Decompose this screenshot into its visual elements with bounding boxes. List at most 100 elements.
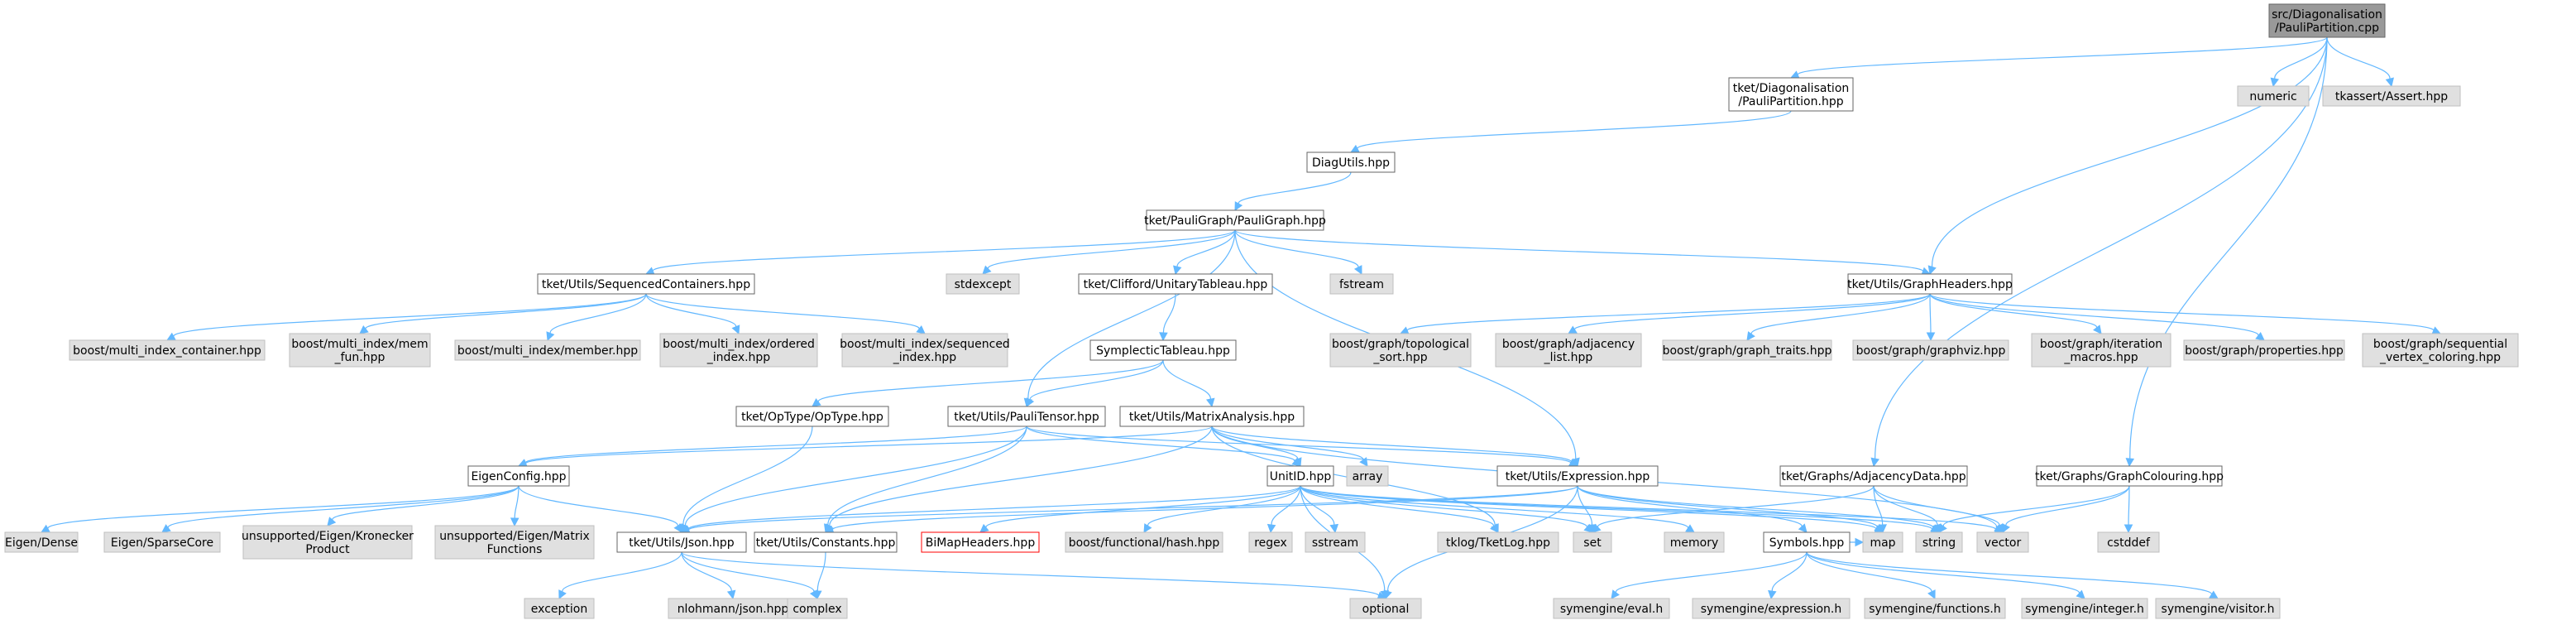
node-box: [434, 525, 595, 560]
node-box: [1692, 598, 1851, 619]
node-seqcont[interactable]: tket/Utils/SequencedContainers.hpp: [537, 273, 755, 295]
node-optype[interactable]: tket/OpType/OpType.hpp: [735, 406, 889, 427]
node-se_func: symengine/functions.h: [1864, 598, 2006, 619]
arrowhead-icon: [1206, 397, 1215, 408]
edge-json-to-exception: [558, 551, 682, 600]
node-label: symengine/eval.h: [1560, 603, 1663, 616]
node-box: [1065, 531, 1223, 553]
node-box: [841, 333, 1008, 368]
node-box: [921, 531, 1040, 553]
node-box: [735, 406, 889, 427]
arrowhead-icon: [812, 398, 821, 407]
edge-line: [1615, 551, 1808, 594]
edge-unitid-to-sstream: [1300, 485, 1339, 534]
node-box: [2031, 333, 2171, 368]
node-numeric: numeric: [2237, 85, 2310, 107]
node-box: [1728, 77, 1854, 112]
node-box: [2322, 85, 2461, 107]
edge-line: [1357, 110, 1792, 150]
arrowhead-icon: [2385, 77, 2394, 88]
arrowhead-icon: [1870, 457, 1879, 468]
node-constants[interactable]: tket/Utils/Constants.hpp: [754, 531, 898, 553]
node-expression[interactable]: tket/Utils/Expression.hpp: [1496, 465, 1659, 487]
node-optional: optional: [1349, 598, 1422, 619]
edge-line: [365, 293, 647, 330]
node-label: /PauliPartition.hpp: [1738, 95, 1843, 108]
arrowhead-icon: [510, 517, 520, 527]
edge-symbols-to-se_visit: [1806, 551, 2219, 599]
edge-line: [1597, 485, 1875, 528]
node-complex: complex: [787, 598, 848, 619]
edge-line: [1176, 229, 1236, 267]
node-graphcolour[interactable]: tket/Graphs/GraphColouring.hpp: [2035, 465, 2224, 487]
node-matrixanal[interactable]: tket/Utils/MatrixAnalysis.hpp: [1119, 406, 1305, 427]
node-label: tket/Utils/SequencedContainers.hpp: [542, 278, 750, 291]
edge-line: [1300, 485, 1997, 531]
node-root[interactable]: src/Diagonalisation/PauliPartition.cpp: [2268, 3, 2386, 38]
arrowhead-icon: [41, 524, 50, 533]
edge-line: [1300, 485, 1587, 528]
edge-line: [645, 293, 920, 329]
edge-adjdata-to-set: [1592, 485, 1875, 533]
edge-line: [1234, 229, 1359, 268]
edge-line: [518, 485, 678, 526]
edge-root-to-graphcolour: [2125, 36, 2328, 468]
edge-line: [987, 229, 1236, 270]
edge-graphheaders-to-bg_iter: [1929, 293, 2102, 334]
node-box: [1248, 531, 1293, 553]
edge-graphheaders-to-bg_topo: [1399, 293, 1931, 335]
node-pp_hpp[interactable]: tket/Diagonalisation/PauliPartition.hpp: [1728, 77, 1854, 112]
edge-line: [827, 425, 1027, 526]
edge-line: [1873, 485, 1938, 526]
arrowhead-icon: [1383, 589, 1392, 600]
edge-graphheaders-to-bg_props: [1929, 293, 2265, 341]
arrowhead-icon: [813, 590, 822, 600]
arrowhead-icon: [558, 589, 567, 600]
node-label: tket/Utils/Expression.hpp: [1506, 470, 1650, 483]
node-paulitensor[interactable]: tket/Utils/PauliTensor.hpp: [947, 406, 1106, 427]
edge-line: [1929, 293, 1932, 334]
node-box: [1346, 465, 1389, 487]
node-adjdata[interactable]: tket/Graphs/AdjacencyData.hpp: [1779, 465, 1968, 487]
node-json[interactable]: tket/Utils/Json.hpp: [616, 531, 747, 553]
node-label: UnitID.hpp: [1270, 470, 1332, 483]
node-symtab[interactable]: SymplecticTableau.hpp: [1089, 339, 1237, 361]
node-box: [2268, 3, 2386, 38]
node-unitarytab[interactable]: tket/Clifford/UnitaryTableau.hpp: [1078, 273, 1273, 295]
node-box: [1496, 465, 1659, 487]
node-box: [242, 525, 413, 560]
edge-eigenconfig-to-eigen_sparse: [161, 485, 520, 533]
node-label: _list.hpp: [1544, 351, 1593, 364]
node-symbols[interactable]: Symbols.hpp: [1763, 531, 1851, 553]
node-unitid[interactable]: UnitID.hpp: [1266, 465, 1334, 487]
node-label: symengine/integer.h: [2025, 603, 2144, 616]
node-graphheaders[interactable]: tket/Utils/GraphHeaders.hpp: [1847, 273, 2013, 295]
edge-root-to-pp_hpp: [1789, 36, 2328, 79]
node-label: boost/multi_index_container.hpp: [73, 344, 261, 358]
node-label: unsupported/Eigen/Matrix: [439, 530, 590, 543]
node-label: tket/Utils/GraphHeaders.hpp: [1847, 278, 2013, 291]
edge-line: [681, 551, 815, 593]
node-eigenconfig[interactable]: EigenConfig.hpp: [467, 465, 570, 487]
node-label: tkassert/Assert.hpp: [2335, 90, 2448, 103]
node-bg_iter: boost/graph/iteration_macros.hpp: [2031, 333, 2171, 368]
node-tklog: tklog/TketLog.hpp: [1437, 531, 1559, 553]
edge-eigenconfig-to-json: [518, 485, 682, 533]
node-box: [946, 273, 1020, 295]
node-bimap[interactable]: BiMapHeaders.hpp: [921, 531, 1040, 553]
edge-graphcolour-to-string: [1938, 485, 2130, 533]
node-label: Symbols.hpp: [1769, 536, 1845, 550]
node-set: set: [1573, 531, 1612, 553]
edge-json-to-nlohmann: [681, 551, 736, 600]
node-label: _vertex_coloring.hpp: [2379, 351, 2501, 364]
node-label: _index.hpp: [706, 351, 771, 364]
node-diagutils[interactable]: DiagUtils.hpp: [1306, 151, 1396, 173]
node-label: symengine/functions.h: [1869, 603, 2001, 616]
node-box: [4, 531, 79, 553]
node-pauligraph[interactable]: tket/PauliGraph/PauliGraph.hpp: [1144, 209, 1326, 231]
node-label: complex: [792, 603, 841, 616]
node-se_int: symengine/integer.h: [2021, 598, 2148, 619]
node-box: [1864, 598, 2006, 619]
node-box: [2021, 598, 2148, 619]
